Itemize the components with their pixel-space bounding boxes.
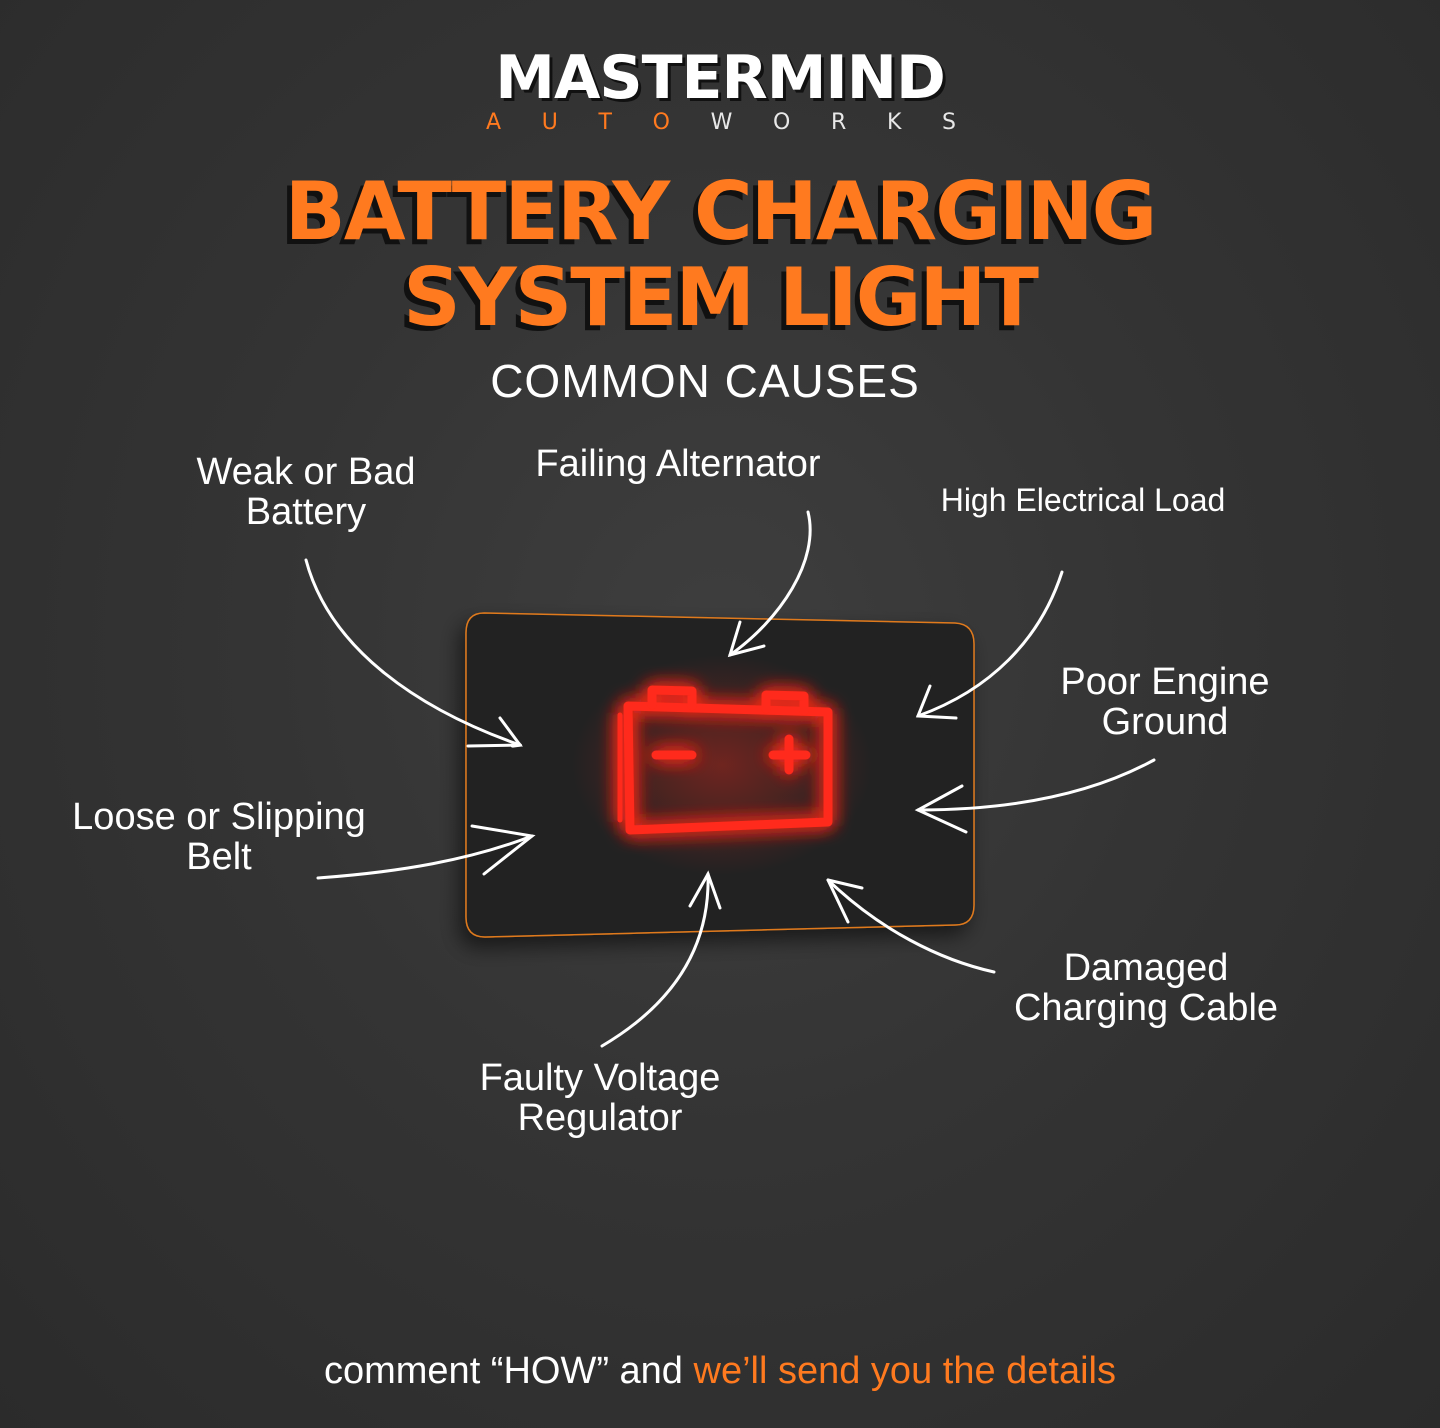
cause-failing-alternator-line1: Failing Alternator — [535, 443, 821, 485]
cause-voltage-regulator-line2: Regulator — [517, 1097, 683, 1139]
page-subtitle: COMMON CAUSES — [490, 355, 920, 407]
cause-weak-battery-line2: Battery — [245, 491, 367, 533]
cause-loose-belt-line2: Belt — [186, 836, 252, 878]
arrow-poor-ground — [916, 758, 1156, 812]
footer-cta-prefix: comment “HOW” and — [323, 1350, 683, 1392]
cause-poor-ground: Poor Engine Ground — [1040, 662, 1290, 742]
logo-letter: U — [541, 110, 558, 135]
cause-loose-belt: Loose or Slipping Belt — [46, 797, 392, 877]
cause-poor-ground-line2: Ground — [1101, 701, 1229, 743]
arrow-weak-battery — [304, 558, 520, 745]
cause-weak-battery-line1: Weak or Bad — [196, 451, 416, 493]
cause-damaged-cable-line2: Charging Cable — [1013, 987, 1279, 1029]
logo-letter: O — [773, 110, 791, 135]
cause-weak-battery: Weak or Bad Battery — [178, 452, 434, 532]
logo-letter: R — [830, 110, 847, 135]
logo-letter: W — [710, 110, 733, 135]
cause-high-load-line1: High Electrical Load — [940, 482, 1226, 518]
arrow-damaged-cable — [826, 878, 996, 974]
logo-letter: A — [486, 110, 502, 135]
arrow-voltage-regulator — [600, 872, 710, 1048]
cause-voltage-regulator-line1: Faulty Voltage — [479, 1057, 721, 1099]
battery-warning-icon — [617, 685, 833, 835]
cause-damaged-cable-line1: Damaged — [1063, 947, 1229, 989]
brand-logo-wordmark: MASTERMIND — [495, 43, 946, 113]
brand-logo-subtitle: A U T O W O R K S — [486, 112, 956, 134]
cause-poor-ground-line1: Poor Engine — [1060, 661, 1270, 703]
footer-cta: comment “HOW” and we’ll send you the det… — [0, 1352, 1440, 1390]
logo-letter: O — [652, 110, 670, 135]
cause-damaged-cable: Damaged Charging Cable — [988, 948, 1304, 1028]
logo-letter: S — [942, 110, 956, 135]
footer-cta-highlight: we’ll send you the details — [693, 1350, 1116, 1392]
cause-voltage-regulator: Faulty Voltage Regulator — [456, 1058, 744, 1138]
dashboard-card — [465, 612, 975, 938]
logo-letter: T — [598, 110, 612, 135]
cause-loose-belt-line1: Loose or Slipping — [72, 796, 366, 838]
page-title-line-1: BATTERY CHARGING — [284, 165, 1158, 258]
warning-glow — [572, 655, 872, 875]
logo-letter: K — [886, 110, 902, 135]
page-title-line-2: SYSTEM LIGHT — [403, 251, 1039, 344]
cause-failing-alternator: Failing Alternator — [506, 444, 850, 484]
cause-high-load: High Electrical Load — [912, 480, 1254, 520]
arrow-failing-alternator — [728, 510, 812, 657]
